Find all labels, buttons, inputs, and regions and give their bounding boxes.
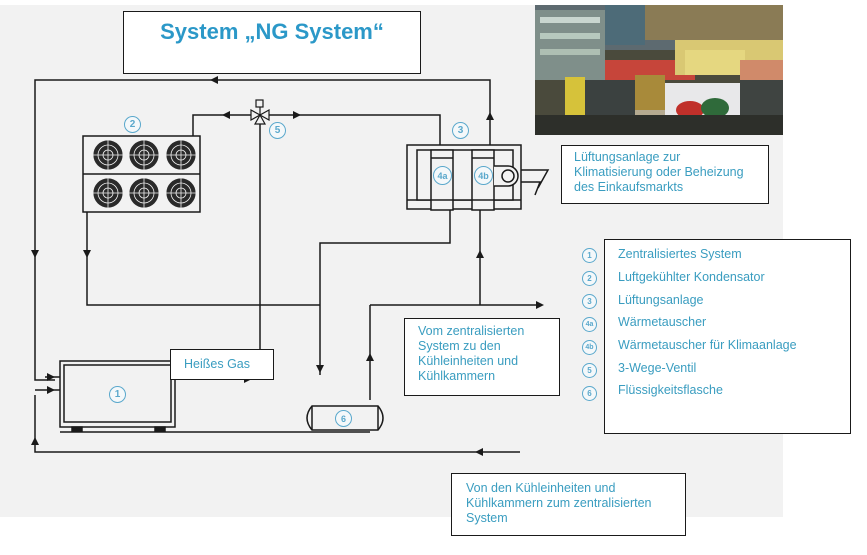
hot-gas-label: Heißes Gas — [184, 357, 250, 371]
legend-marker: 2 — [582, 271, 597, 286]
legend-label: Wärmetauscher — [618, 315, 707, 329]
legend-marker: 5 — [582, 363, 597, 378]
arrow-in-2 — [47, 386, 55, 394]
pipe-condenser-out — [86, 210, 320, 306]
hot-gas-label-box: Heißes Gas — [170, 349, 274, 380]
marker-valve: 5 — [269, 122, 286, 139]
ventilation-note-box: Lüftungsanlage zur Klimatisierung oder B… — [561, 145, 769, 204]
pipe-valve-left — [192, 114, 258, 136]
fan-motor-icon — [494, 165, 519, 187]
arrow-top — [210, 76, 218, 84]
return-note-box: Von den Kühleinheiten und Kühlkammern zu… — [451, 473, 686, 536]
legend-marker: 6 — [582, 386, 597, 401]
supermarket-photo-graphic — [535, 5, 783, 135]
ventilation-note-line: Lüftungsanlage zur — [574, 150, 681, 164]
flow-arrows — [31, 76, 544, 456]
pipe-return — [34, 395, 520, 453]
legend-label: Zentralisiertes System — [618, 247, 742, 261]
legend-label: Wärmetauscher für Klimaanlage — [618, 338, 797, 352]
supply-note-box: Vom zentralisierten System zu den Kühlei… — [404, 318, 560, 396]
legend-box — [604, 239, 851, 434]
fan-icon — [128, 177, 160, 209]
arrow-valve-right — [293, 111, 301, 119]
fan-icon — [92, 139, 124, 171]
return-note-line: Kühlkammern zum zentralisierten — [466, 496, 652, 510]
condenser-unit — [82, 135, 201, 213]
legend-label: Luftgekühlter Kondensator — [618, 270, 765, 284]
pipe-valve-right — [262, 114, 441, 148]
ventilation-note-line: des Einkaufsmarkts — [574, 180, 684, 194]
supply-note-line: Kühleinheiten und — [418, 354, 519, 368]
arrow-cond-down — [83, 250, 91, 258]
supply-note-line: Kühlkammern — [418, 369, 496, 383]
title-box: System „NG System“ — [123, 11, 421, 74]
marker-liquid-receiver: 6 — [335, 410, 352, 427]
ventilation-note-line: Klimatisierung oder Beheizung — [574, 165, 744, 179]
legend-marker: 4b — [582, 340, 597, 355]
pipe-4a-out — [319, 210, 451, 375]
marker-heat-exchanger: 4a — [433, 166, 452, 185]
marker-hvac-heat-exchanger: 4b — [474, 166, 493, 185]
legend-label: 3-Wege-Ventil — [618, 361, 697, 375]
marker-central-system: 1 — [109, 386, 126, 403]
supermarket-photo — [535, 5, 783, 135]
diagram-title: System „NG System“ — [160, 19, 384, 44]
legend-label: Flüssigkeitsflasche — [618, 383, 723, 397]
central-system-unit — [59, 360, 176, 432]
marker-ventilation: 3 — [452, 122, 469, 139]
arrow-valve-left — [222, 111, 230, 119]
arrow-left-up — [31, 437, 39, 445]
supply-note-line: Vom zentralisierten — [418, 324, 525, 338]
fan-icon — [165, 177, 197, 209]
fan-icon — [92, 177, 124, 209]
arrow-up-4b — [486, 112, 494, 120]
arrow-right-supply — [536, 301, 544, 309]
supply-note-line: System zu den — [418, 339, 501, 353]
legend-marker: 1 — [582, 248, 597, 263]
arrow-up-supply — [476, 250, 484, 258]
fan-icon — [128, 139, 160, 171]
pipe-top-return — [34, 79, 491, 381]
marker-condenser: 2 — [124, 116, 141, 133]
legend-marker: 4a — [582, 317, 597, 332]
legend-label: Lüftungsanlage — [618, 293, 704, 307]
fan-icon — [165, 139, 197, 171]
arrow-left-down — [31, 250, 39, 258]
legend-marker: 3 — [582, 294, 597, 309]
three-way-valve-icon — [250, 99, 270, 125]
return-note-line: Von den Kühleinheiten und — [466, 481, 616, 495]
arrow-bottle-in — [316, 365, 324, 373]
pipe-supply — [369, 304, 540, 400]
arrow-up-370 — [366, 353, 374, 361]
return-note-line: System — [466, 511, 508, 525]
arrow-in-1 — [47, 373, 55, 381]
arrow-return-left — [475, 448, 483, 456]
